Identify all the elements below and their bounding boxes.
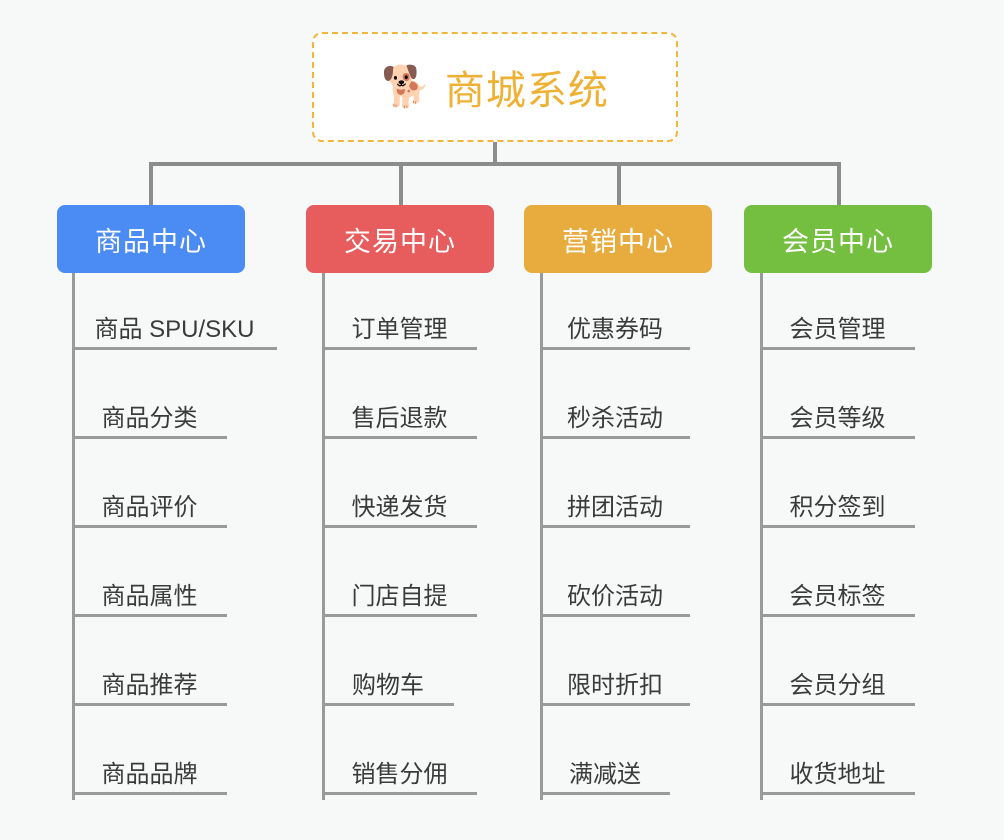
list-item-label: 会员标签 [789, 582, 886, 610]
list-item[interactable]: 商品属性 [72, 561, 227, 617]
list-item[interactable]: 收货地址 [760, 739, 915, 795]
connector-drop-2 [399, 162, 403, 207]
list-item-label: 商品 SPU/SKU [94, 315, 255, 343]
list-item-label: 秒杀活动 [567, 404, 663, 432]
column-header-label: 商品中心 [95, 226, 207, 257]
list-item-label: 拼团活动 [567, 493, 663, 521]
list-item[interactable]: 秒杀活动 [540, 383, 690, 439]
list-item[interactable]: 满减送 [540, 739, 670, 795]
list-item[interactable]: 商品品牌 [72, 739, 227, 795]
spine-product [72, 273, 75, 800]
column-header-trade[interactable]: 交易中心 [306, 205, 494, 273]
column-header-marketing[interactable]: 营销中心 [524, 205, 712, 273]
list-item-label: 会员等级 [789, 404, 886, 432]
list-item[interactable]: 门店自提 [322, 561, 477, 617]
list-item[interactable]: 会员标签 [760, 561, 915, 617]
list-item[interactable]: 快递发货 [322, 472, 477, 528]
list-item-label: 商品推荐 [101, 671, 198, 699]
connector-drop-1 [149, 162, 153, 207]
list-item-label: 收货地址 [789, 760, 886, 788]
list-item[interactable]: 商品推荐 [72, 650, 227, 706]
list-item-label: 订单管理 [351, 315, 448, 343]
list-item-label: 优惠券码 [567, 315, 663, 343]
connector-drop-4 [837, 162, 841, 207]
list-item-label: 商品品牌 [101, 760, 198, 788]
list-item-label: 砍价活动 [567, 582, 663, 610]
column-header-product[interactable]: 商品中心 [57, 205, 245, 273]
list-item[interactable]: 售后退款 [322, 383, 477, 439]
list-item-label: 积分签到 [789, 493, 886, 521]
list-item-label: 会员分组 [789, 671, 886, 699]
root-node[interactable]: 🐕 商城系统 [312, 32, 678, 142]
list-item-label: 门店自提 [351, 582, 448, 610]
list-item-label: 满减送 [569, 760, 641, 788]
list-item[interactable]: 会员分组 [760, 650, 915, 706]
list-item[interactable]: 销售分佣 [322, 739, 477, 795]
column-header-label: 交易中心 [344, 226, 456, 257]
connector-drop-3 [617, 162, 621, 207]
connector-horizontal-bus [150, 162, 840, 166]
list-item[interactable]: 会员管理 [760, 294, 915, 350]
root-title: 商城系统 [444, 69, 609, 113]
list-item[interactable]: 会员等级 [760, 383, 915, 439]
list-item-label: 限时折扣 [567, 671, 663, 699]
spine-member [760, 273, 763, 800]
list-item[interactable]: 拼团活动 [540, 472, 690, 528]
column-header-label: 营销中心 [562, 226, 674, 257]
list-item-label: 会员管理 [789, 315, 886, 343]
shiba-dog-face-icon: 🐕 [381, 65, 431, 109]
list-item-label: 商品分类 [101, 404, 198, 432]
list-item[interactable]: 砍价活动 [540, 561, 690, 617]
list-item[interactable]: 积分签到 [760, 472, 915, 528]
list-item[interactable]: 购物车 [322, 650, 454, 706]
list-item-label: 快递发货 [351, 493, 448, 521]
list-item-label: 购物车 [352, 671, 424, 699]
list-item-label: 商品评价 [101, 493, 198, 521]
list-item[interactable]: 商品评价 [72, 472, 227, 528]
list-item[interactable]: 订单管理 [322, 294, 477, 350]
column-header-label: 会员中心 [782, 226, 894, 257]
list-item-label: 售后退款 [351, 404, 448, 432]
list-item[interactable]: 优惠券码 [540, 294, 690, 350]
list-item-label: 商品属性 [101, 582, 198, 610]
list-item[interactable]: 商品分类 [72, 383, 227, 439]
list-item-label: 销售分佣 [351, 760, 448, 788]
column-header-member[interactable]: 会员中心 [744, 205, 932, 273]
spine-trade [322, 273, 325, 800]
connector-root-stem [493, 142, 497, 166]
spine-marketing [540, 273, 543, 800]
list-item[interactable]: 限时折扣 [540, 650, 690, 706]
list-item[interactable]: 商品 SPU/SKU [72, 294, 277, 350]
